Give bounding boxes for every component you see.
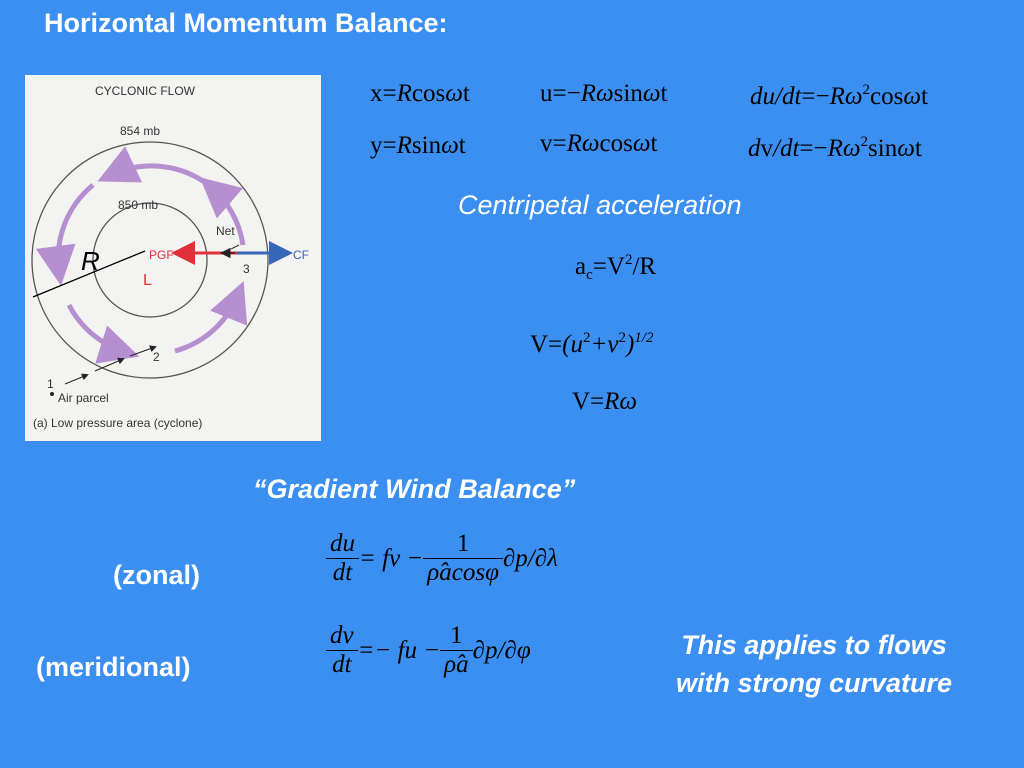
eq-centripetal: ac=V2/R <box>575 252 657 283</box>
cf-label: CF <box>293 248 309 262</box>
parcel-path <box>64 345 157 385</box>
gradient-wind-title: “Gradient Wind Balance” <box>253 474 576 504</box>
curvature-note-line2: with strong curvature <box>675 668 953 698</box>
zonal-label: (zonal) <box>113 560 200 590</box>
eq-x-position: x=Rcosωt <box>370 80 470 107</box>
flow-arrows <box>35 146 248 364</box>
eq-u-velocity: u=−Rωsinωt <box>540 80 668 107</box>
net-label: Net <box>216 224 235 238</box>
cyclonic-flow-diagram: CYCLONIC FLOW 854 mb 850 mb Net PGF CF L… <box>25 75 321 441</box>
inner-isobar <box>92 202 208 318</box>
eq-speed-radius: V=Rω <box>572 388 638 415</box>
point-2-label: 2 <box>153 350 160 364</box>
air-parcel-dot <box>50 392 54 396</box>
outer-isobar <box>31 141 269 379</box>
pgf-label: PGF <box>149 248 174 262</box>
air-parcel-label: Air parcel <box>58 391 109 405</box>
eq-du-dt: du/dt=−Rω2cosωt <box>750 82 928 110</box>
meridional-label: (meridional) <box>36 652 191 682</box>
low-pressure-label: L <box>143 272 152 289</box>
outer-isobar-label: 854 mb <box>120 124 160 138</box>
radius-line <box>32 250 146 298</box>
eq-dv-dt: dv/dt=−Rω2sinωt <box>748 134 922 162</box>
eq-y-position: y=Rsinωt <box>370 132 466 159</box>
slide-title: Horizontal Momentum Balance: <box>44 8 448 38</box>
curvature-note: This applies to flows with strong curvat… <box>624 626 1004 702</box>
centripetal-heading: Centripetal acceleration <box>458 190 742 220</box>
cyclonic-flow-svg: CYCLONIC FLOW 854 mb 850 mb Net PGF CF L… <box>31 84 309 430</box>
point-1-label: 1 <box>47 377 54 391</box>
curvature-note-line1: This applies to flows <box>681 630 947 660</box>
inner-isobar-label: 850 mb <box>118 198 158 212</box>
eq-speed-magnitude: V=(u2+v2)1/2 <box>530 330 654 358</box>
point-3-label: 3 <box>243 262 250 276</box>
diagram-caption: (a) Low pressure area (cyclone) <box>33 416 202 430</box>
eq-v-velocity: v=Rωcosωt <box>540 130 658 157</box>
radius-label: R <box>81 246 100 276</box>
diagram-heading: CYCLONIC FLOW <box>95 84 196 98</box>
net-pointer <box>230 244 240 250</box>
